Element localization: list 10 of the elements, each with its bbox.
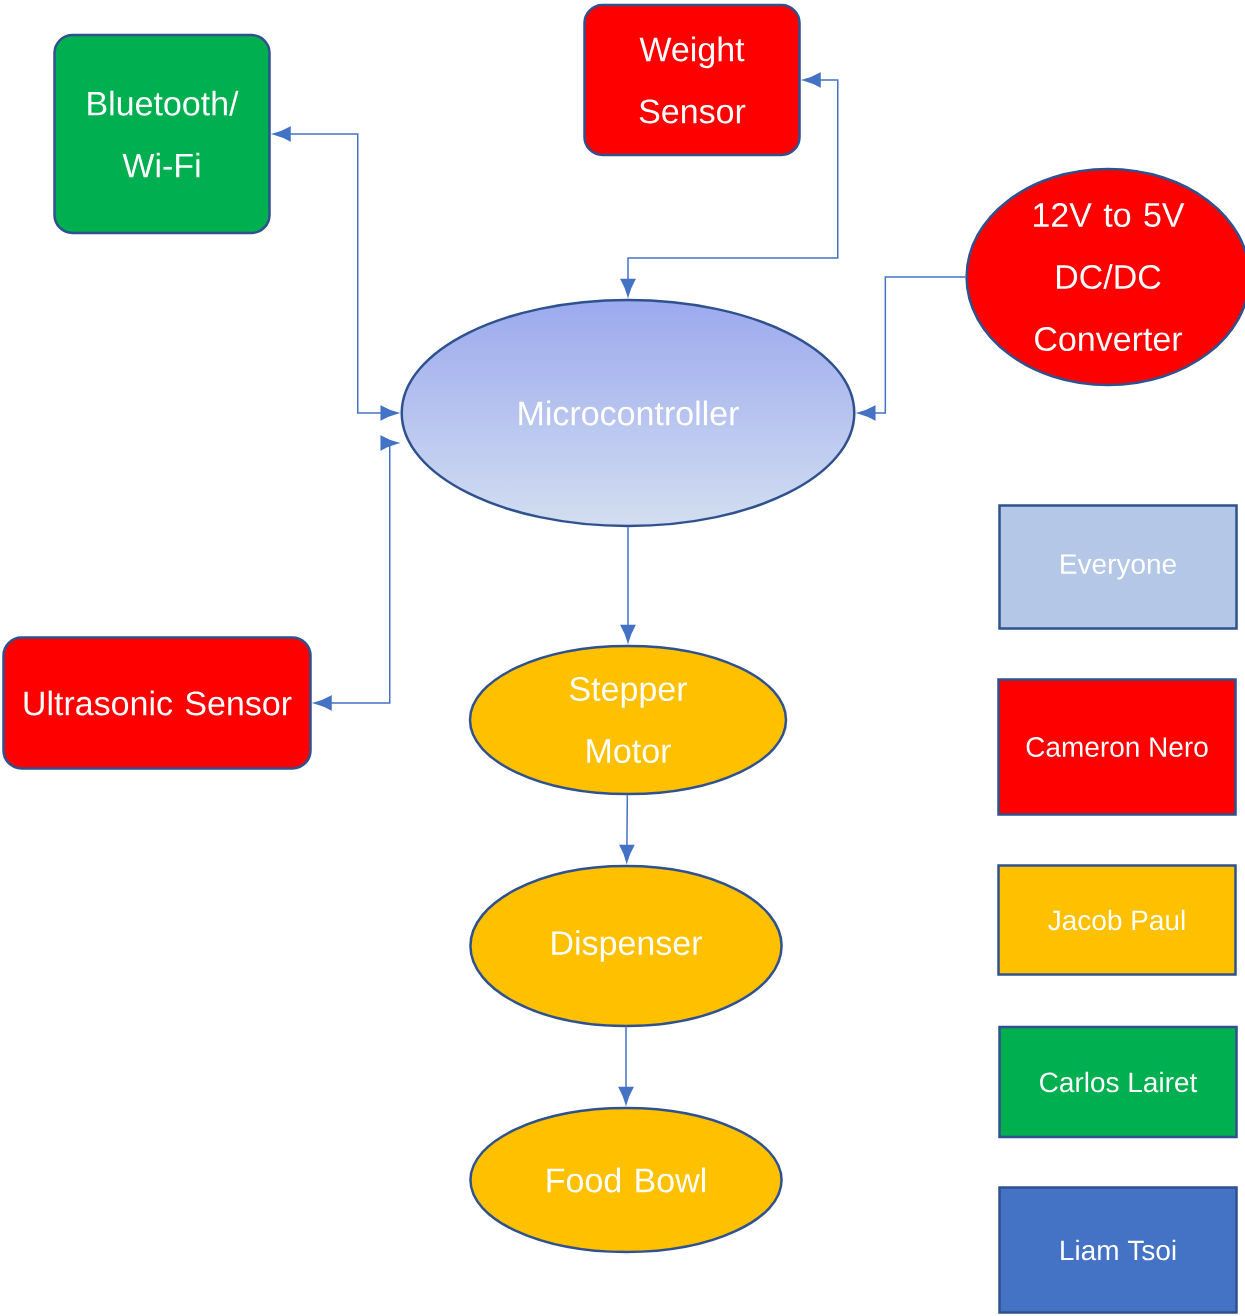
arrow <box>857 276 967 421</box>
arrow <box>272 126 399 421</box>
arrow <box>618 1026 634 1105</box>
arrow <box>619 794 635 863</box>
process-box: Weight Sensor <box>583 3 801 157</box>
process-box: Ultrasonic Sensor <box>2 636 312 770</box>
arrow <box>620 526 636 643</box>
arrow <box>620 72 839 297</box>
arrow <box>313 435 399 711</box>
process-box: Bluetooth/ Wi-Fi <box>53 33 271 235</box>
